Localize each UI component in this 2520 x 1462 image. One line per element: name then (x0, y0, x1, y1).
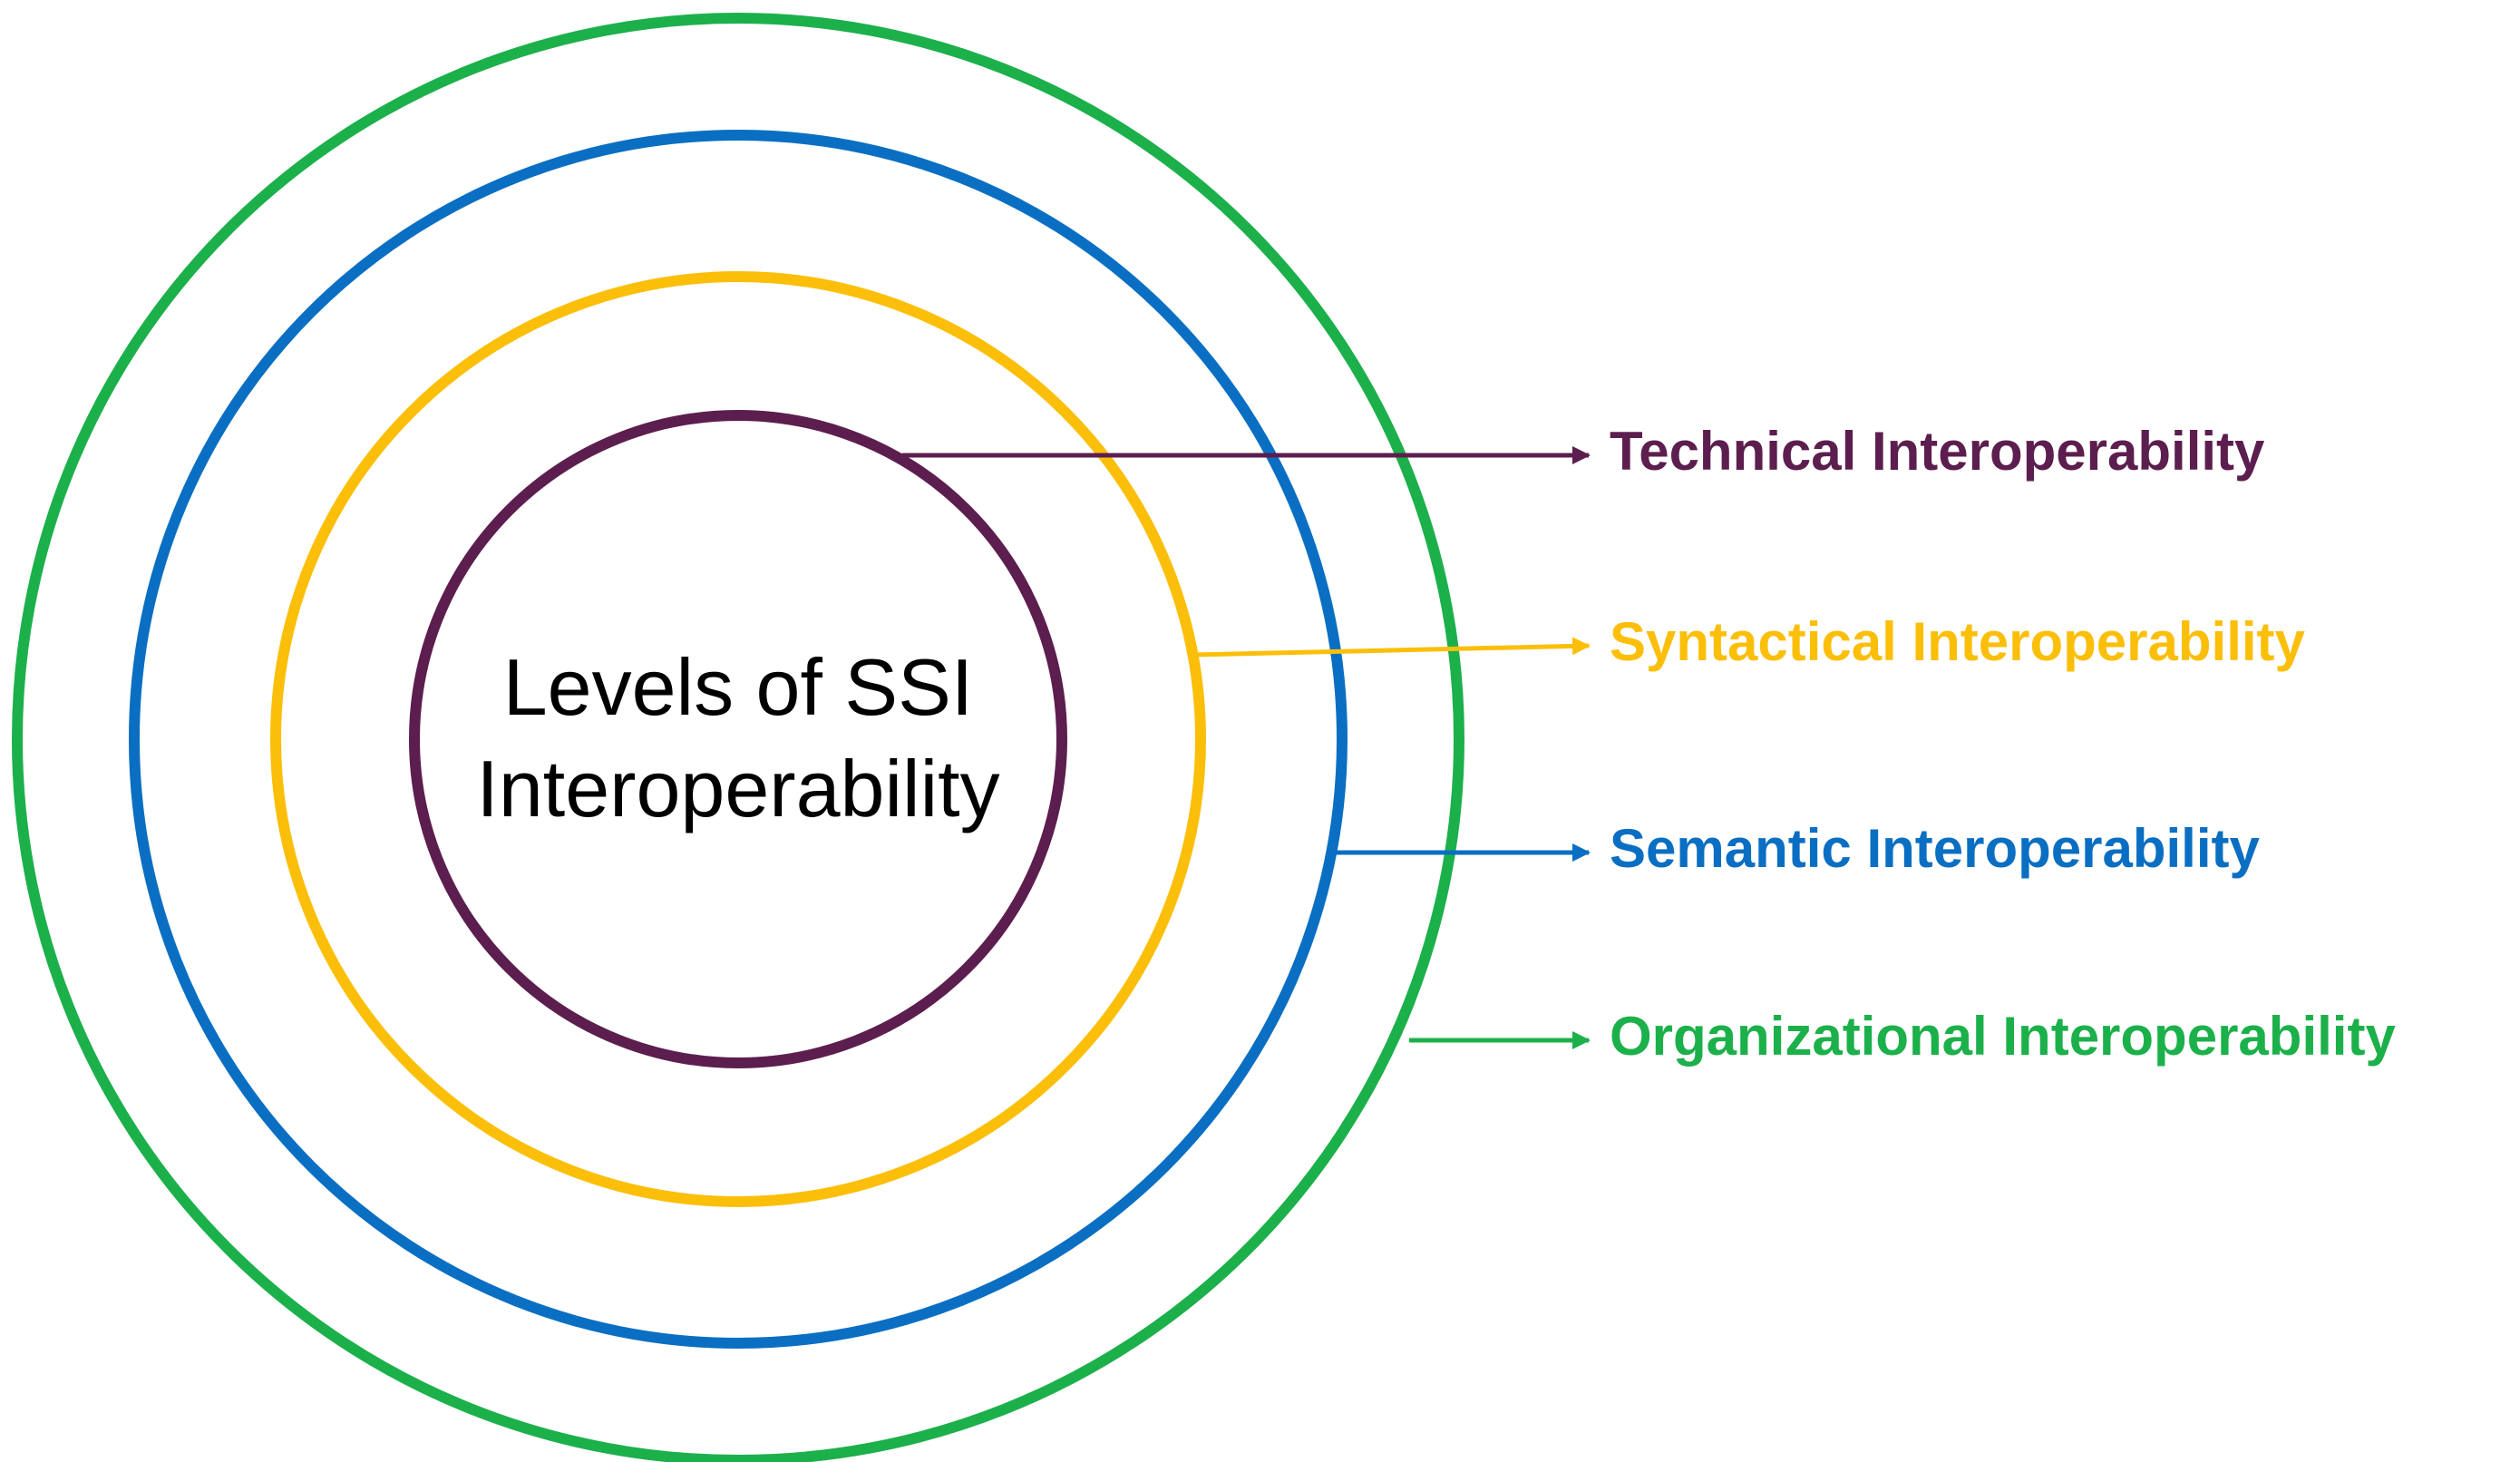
syntactical-ring (270, 271, 1206, 1207)
technical-label: Technical Interoperability (1610, 421, 2265, 482)
technical-ring (409, 410, 1067, 1068)
organizational-label: Organizational Interoperability (1610, 1006, 2396, 1067)
semantic-ring (129, 130, 1348, 1349)
syntactical-label: Syntactical Interoperability (1610, 611, 2306, 672)
syntactical-arrow (1192, 637, 1591, 658)
organizational-ring (12, 13, 1464, 1462)
center-title-line-2: Interoperability (476, 744, 999, 833)
semantic-label: Semantic Interoperability (1610, 818, 2260, 879)
center-title-line-1: Levels of SSI (503, 642, 974, 732)
